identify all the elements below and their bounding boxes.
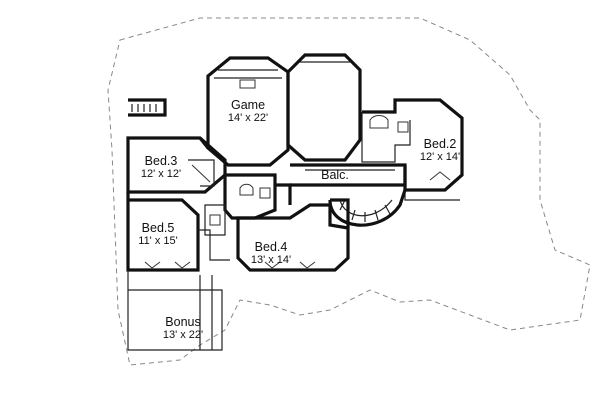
hall-bath (223, 173, 277, 220)
room-label-bed2: Bed.2 12' x 14' (420, 138, 460, 164)
room-name: Bed.4 (254, 240, 288, 254)
room-label-bed4: Bed.4 13' x 14' (251, 241, 291, 267)
open-to-below (286, 53, 362, 162)
room-name: Game (230, 98, 266, 112)
area-label-balcony: Balc. (321, 169, 349, 182)
room-name: Bed.2 (423, 137, 457, 151)
room-dimensions: 14' x 22' (227, 112, 269, 124)
room-dimensions: 12' x 12' (140, 168, 182, 180)
bed2-walls (362, 98, 464, 192)
area-name: Balc. (321, 168, 349, 182)
room-dimensions: 11' x 15' (138, 235, 178, 247)
stair (328, 189, 407, 227)
room-label-game: Game 14' x 22' (228, 99, 268, 125)
room-dimensions: 13' x 22' (162, 329, 204, 341)
stair-stub (128, 98, 167, 117)
room-name: Bed.5 (141, 221, 175, 235)
room-label-bed3: Bed.3 12' x 12' (141, 155, 181, 181)
roof-outline (107, 17, 591, 366)
bed5-walls (126, 192, 200, 272)
room-label-bonus: Bonus 13' x 22' (163, 316, 203, 342)
game-room-walls (206, 56, 290, 167)
room-name: Bonus (165, 315, 201, 329)
room-dimensions: 12' x 14' (419, 151, 461, 163)
room-name: Bed.3 (144, 154, 178, 168)
bonus-walls (127, 270, 223, 351)
room-dimensions: 13' x 14' (250, 254, 292, 266)
room-label-bed5: Bed.5 11' x 15' (138, 222, 177, 248)
